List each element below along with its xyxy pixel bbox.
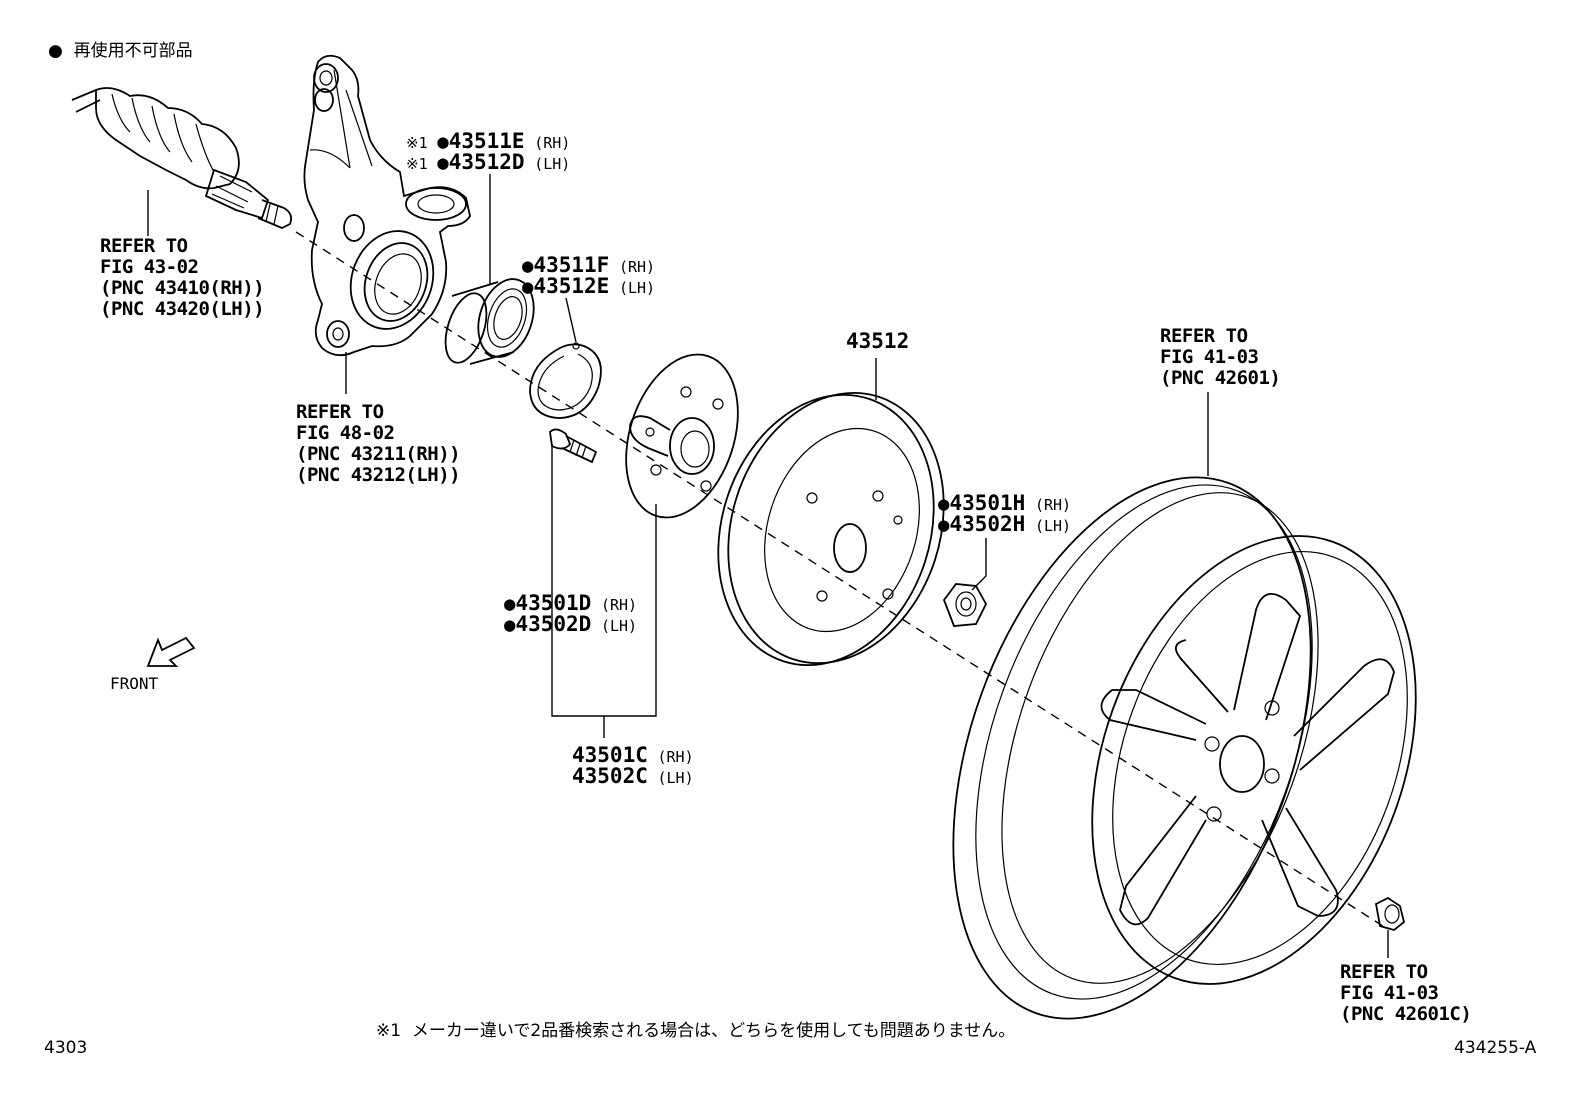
- footnote: ※1 メーカー違いで2品番検索される場合は、どちらを使用しても問題ありません。: [376, 1021, 1016, 1041]
- ref-line: REFER TO: [296, 401, 384, 423]
- part-bearing-lh[interactable]: ※1 ●43512D (LH): [406, 151, 570, 175]
- ref-line: FIG 41-03: [1340, 982, 1439, 1004]
- part-snap-ring-rh[interactable]: ●43511F (RH): [522, 254, 655, 278]
- ref-line: (PNC 42601C): [1340, 1003, 1472, 1025]
- part-number: 43502C: [572, 764, 648, 788]
- part-side: (LH): [600, 617, 638, 635]
- legend: ● 再使用不可部品: [48, 36, 193, 61]
- part-side: (RH): [618, 258, 656, 276]
- part-side: (LH): [1034, 517, 1072, 535]
- part-side: (LH): [618, 279, 656, 297]
- part-side: (RH): [1034, 496, 1072, 514]
- part-hub-rh[interactable]: 43501C (RH): [572, 744, 694, 768]
- front-arrow-icon: [146, 636, 196, 667]
- part-side: (LH): [657, 769, 694, 787]
- non-reusable-dot-icon: ●: [504, 593, 516, 615]
- ref-line: REFER TO: [100, 235, 188, 257]
- ref-line: (PNC 43212(LH)): [296, 464, 461, 486]
- steering-knuckle: [303, 54, 471, 357]
- part-hub-lh[interactable]: 43502C (LH): [572, 765, 694, 789]
- leader-hub-nut: [971, 538, 987, 591]
- part-disc[interactable]: 43512: [846, 330, 909, 354]
- part-side: (LH): [534, 155, 571, 173]
- snap-ring: [529, 342, 602, 419]
- part-hub-bolt-rh[interactable]: ●43501D (RH): [504, 592, 637, 616]
- ref-line: (PNC 42601): [1160, 367, 1281, 389]
- note-mark: ※1: [406, 155, 428, 173]
- part-number: 43502D: [515, 612, 592, 636]
- part-number: 43512E: [533, 274, 610, 298]
- part-number: 43511E: [448, 129, 525, 153]
- part-hub-nut-lh[interactable]: ●43502H (LH): [938, 513, 1071, 537]
- hub-flange: [625, 353, 739, 519]
- ref-line: FIG 43-02: [100, 256, 199, 278]
- ref-line: REFER TO: [1160, 325, 1248, 347]
- drive-shaft: [71, 87, 293, 229]
- brake-disc: [717, 391, 945, 667]
- front-label: FRONT: [110, 674, 159, 693]
- part-number: 43512D: [448, 150, 525, 174]
- part-snap-ring-lh[interactable]: ●43512E (LH): [522, 275, 655, 299]
- hub-bearing: [444, 278, 535, 365]
- part-number: 43512: [846, 329, 910, 353]
- part-side: (RH): [534, 134, 571, 152]
- page-code: 4303: [44, 1038, 88, 1058]
- part-hub-bolt-lh[interactable]: ●43502D (LH): [504, 613, 637, 637]
- part-number: 43501H: [949, 491, 1026, 515]
- figure-code: 434255-A: [1454, 1038, 1537, 1058]
- note-mark: ※1: [406, 134, 428, 152]
- leader-snap-ring: [565, 297, 577, 343]
- leader-hub-bracket: [551, 444, 657, 738]
- wheel-nut: [1374, 896, 1406, 931]
- non-reusable-dot-icon: ●: [504, 614, 516, 636]
- part-bearing-rh[interactable]: ※1 ●43511E (RH): [406, 130, 570, 154]
- non-reusable-dot-icon: ●: [437, 131, 449, 153]
- ref-line: FIG 48-02: [296, 422, 395, 444]
- ref-line: REFER TO: [1340, 961, 1428, 983]
- non-reusable-dot-icon: ●: [938, 514, 950, 536]
- legend-marker-icon: ●: [48, 41, 63, 61]
- center-axis-line: [295, 231, 1387, 929]
- hub-nut: [942, 583, 988, 627]
- part-side: (RH): [657, 748, 694, 766]
- non-reusable-dot-icon: ●: [522, 276, 534, 298]
- ref-line: (PNC 43410(RH)): [100, 277, 265, 299]
- wheel: [952, 476, 1417, 1020]
- part-number: 43511F: [533, 253, 610, 277]
- part-hub-nut-rh[interactable]: ●43501H (RH): [938, 492, 1071, 516]
- ref-line: (PNC 43211(RH)): [296, 443, 461, 465]
- part-number: 43502H: [949, 512, 1026, 536]
- non-reusable-dot-icon: ●: [522, 255, 534, 277]
- non-reusable-dot-icon: ●: [437, 152, 449, 174]
- part-number: 43501D: [515, 591, 592, 615]
- part-side: (RH): [600, 596, 638, 614]
- legend-text: 再使用不可部品: [73, 41, 193, 61]
- non-reusable-dot-icon: ●: [938, 493, 950, 515]
- hub-bolt: [549, 428, 598, 464]
- ref-line: (PNC 43420(LH)): [100, 298, 265, 320]
- ref-line: FIG 41-03: [1160, 346, 1259, 368]
- part-number: 43501C: [572, 743, 648, 767]
